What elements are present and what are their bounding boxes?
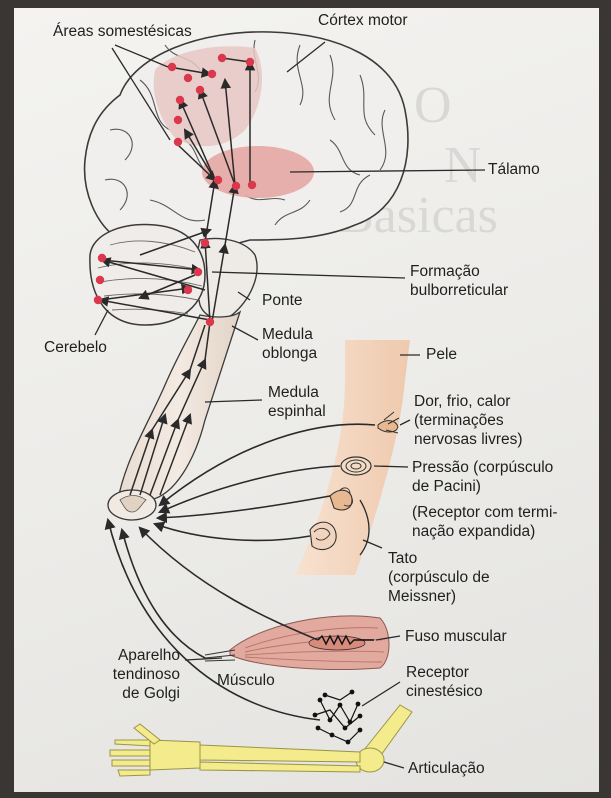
label-areas-somestesicas: Áreas somestésicas [53, 22, 192, 41]
brain [85, 32, 408, 325]
label-medula-oblonga-line2: oblonga [262, 344, 317, 363]
label-ponte: Ponte [262, 291, 303, 310]
arm-skeleton [110, 705, 412, 776]
spinal-cord [118, 312, 240, 500]
spinal-cross-section [108, 490, 156, 520]
label-receptor-expandido-line2: nação expandida) [412, 522, 535, 541]
label-fuso-muscular: Fuso muscular [405, 627, 507, 646]
label-receptor-expandido-line1: (Receptor com termi- [412, 503, 558, 522]
label-medula-espinhal-line1: Medula [268, 383, 319, 402]
label-cerebelo: Cerebelo [44, 338, 107, 357]
receptor-pacini [341, 457, 371, 475]
label-receptor-cinestesico-line1: Receptor [406, 663, 469, 682]
label-musculo: Músculo [217, 671, 275, 690]
label-tato-line3: Meissner) [388, 587, 456, 606]
label-formacao-line2: bulborreticular [410, 281, 508, 300]
label-medula-oblonga-line1: Medula [262, 325, 313, 344]
label-dor-line2: (terminações [414, 411, 504, 430]
label-pressao-line2: de Pacini) [412, 477, 481, 496]
label-talamo: Tálamo [488, 160, 540, 179]
label-aparelho-line3: de Golgi [56, 684, 180, 703]
receptor-meissner [310, 522, 336, 549]
label-formacao-line1: Formação [410, 262, 480, 281]
label-dor-line3: nervosas livres) [414, 430, 523, 449]
label-aparelho-line1: Aparelho [56, 646, 180, 665]
label-cortex-motor: Córtex motor [318, 11, 408, 30]
label-pressao-line1: Pressão (corpúsculo [412, 458, 553, 477]
label-tato-line2: (corpúsculo de [388, 568, 490, 587]
label-aparelho-line2: tendinoso [56, 665, 180, 684]
kinesthetic-receptor [313, 690, 363, 745]
label-tato-line1: Tato [388, 549, 417, 568]
label-medula-espinhal-line2: espinhal [268, 402, 326, 421]
label-receptor-cinestesico-line2: cinestésico [406, 682, 483, 701]
label-dor-line1: Dor, frio, calor [414, 392, 510, 411]
label-articulacao: Articulação [408, 759, 485, 778]
label-pele: Pele [426, 345, 457, 364]
